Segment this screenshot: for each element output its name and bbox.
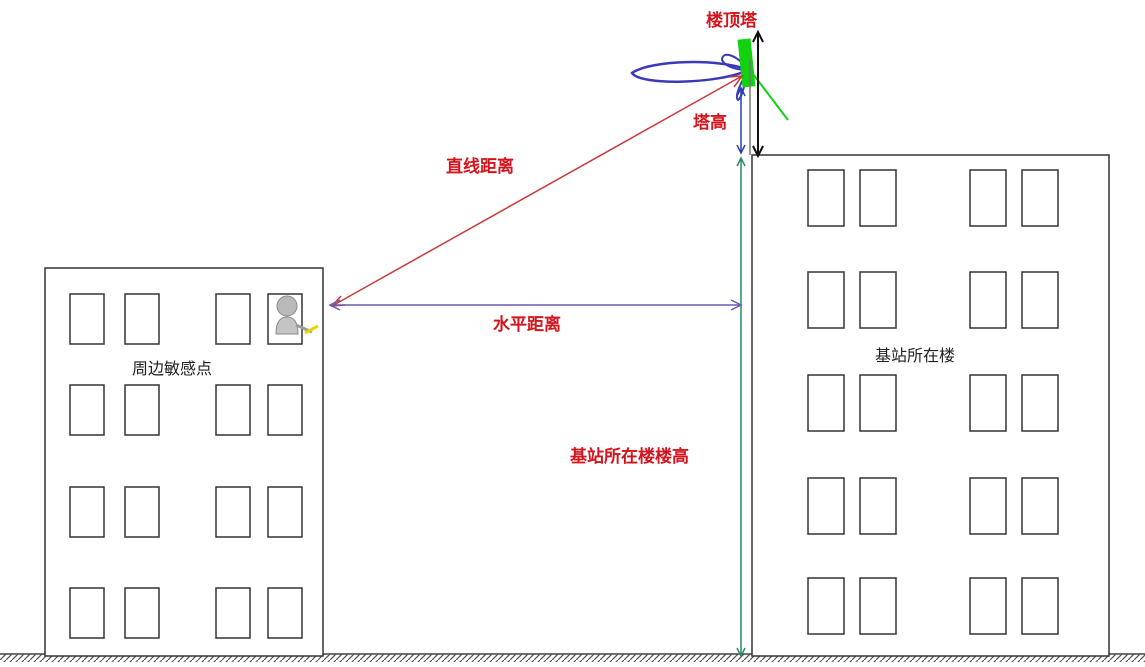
ground-hatch xyxy=(0,654,1145,662)
sensitive-point-label: 周边敏感点 xyxy=(132,359,212,378)
window xyxy=(807,477,845,535)
window xyxy=(859,477,897,535)
window xyxy=(267,587,303,639)
window xyxy=(69,486,105,538)
building-height-label: 基站所在楼楼高 xyxy=(569,446,689,467)
window xyxy=(969,577,1007,635)
person-icon xyxy=(275,295,319,335)
window xyxy=(69,384,105,436)
antenna-side-lobe-top xyxy=(720,53,750,72)
window xyxy=(267,486,303,538)
window xyxy=(215,587,251,639)
antenna-panel xyxy=(737,38,756,88)
window xyxy=(215,486,251,538)
tower-height-marker-black xyxy=(752,29,764,159)
window xyxy=(859,271,897,329)
window xyxy=(1021,169,1059,227)
window xyxy=(69,293,105,345)
window xyxy=(1021,477,1059,535)
window xyxy=(859,169,897,227)
building-height-marker xyxy=(736,156,746,658)
window xyxy=(969,271,1007,329)
window xyxy=(1021,577,1059,635)
straight-distance-arrow xyxy=(330,75,744,307)
window xyxy=(215,384,251,436)
station-building-windows xyxy=(807,169,1059,635)
window xyxy=(267,384,303,436)
window xyxy=(124,587,160,639)
station-building-label: 基站所在楼 xyxy=(875,346,955,365)
rooftop-tower-label: 楼顶塔 xyxy=(706,10,758,31)
window xyxy=(859,374,897,432)
rooftop-antenna xyxy=(630,38,789,155)
window xyxy=(69,587,105,639)
window xyxy=(215,293,251,345)
window xyxy=(969,477,1007,535)
window xyxy=(124,293,160,345)
window xyxy=(124,384,160,436)
antenna-pole-green xyxy=(749,69,789,121)
station-building xyxy=(751,154,1110,657)
window xyxy=(124,486,160,538)
window xyxy=(859,577,897,635)
window xyxy=(1021,374,1059,432)
window xyxy=(807,577,845,635)
tower-height-marker xyxy=(736,86,746,155)
window xyxy=(807,374,845,432)
horizontal-distance-label: 水平距离 xyxy=(493,314,561,335)
window xyxy=(1021,271,1059,329)
sensitive-building xyxy=(44,267,324,657)
window xyxy=(807,169,845,227)
sensitive-building-windows xyxy=(69,293,303,639)
window xyxy=(807,271,845,329)
straight-distance-label: 直线距离 xyxy=(446,156,514,177)
window xyxy=(969,169,1007,227)
tower-height-label: 塔高 xyxy=(693,112,727,133)
horizontal-distance-arrow xyxy=(328,299,743,311)
window xyxy=(969,374,1007,432)
antenna-main-lobe xyxy=(630,60,751,83)
